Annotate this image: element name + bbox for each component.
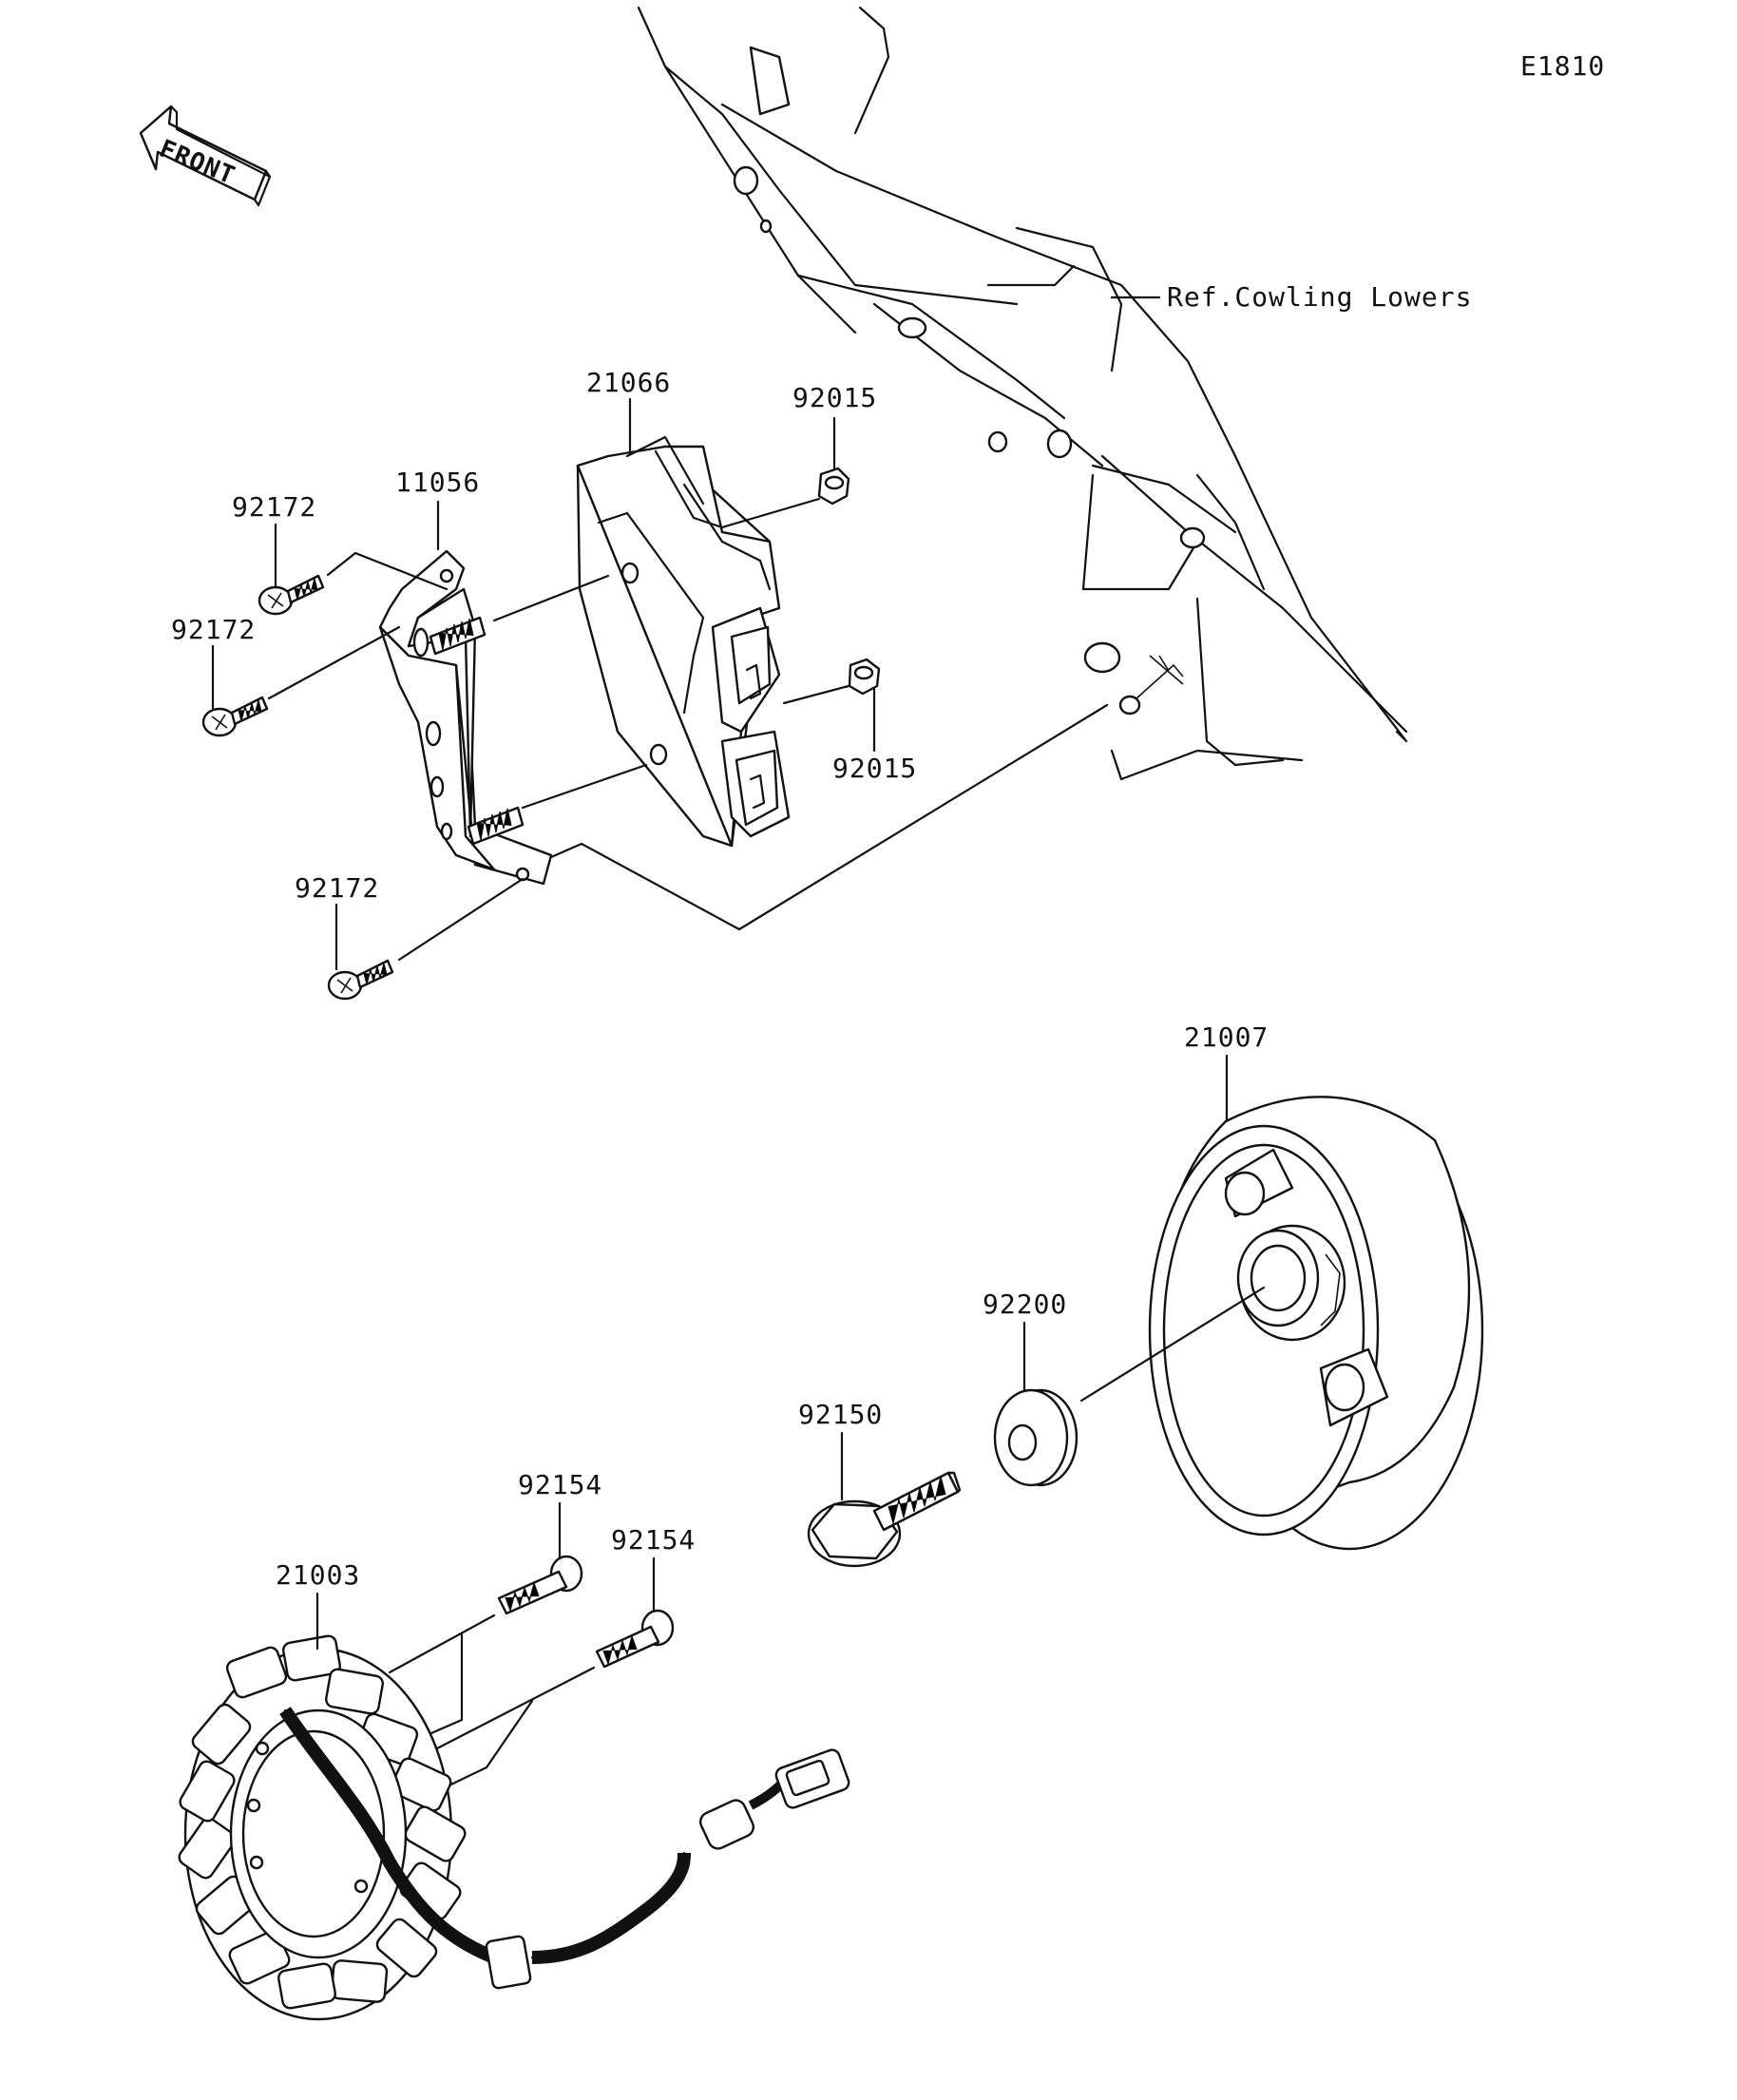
screw-92172-mid bbox=[201, 696, 269, 737]
front-arrow-icon: FRONT bbox=[139, 105, 272, 207]
flywheel-axis-line bbox=[1079, 1286, 1266, 1403]
bolt-92150 bbox=[807, 1471, 962, 1568]
screw-92172-top bbox=[258, 574, 325, 616]
screw-92172-bottom bbox=[327, 959, 394, 1001]
nut-upper-line bbox=[720, 497, 821, 529]
bracket-11056 bbox=[378, 549, 553, 886]
label-92154-b: 92154 bbox=[611, 1524, 696, 1556]
label-92172-mid: 92172 bbox=[171, 614, 256, 645]
label-92200: 92200 bbox=[983, 1289, 1067, 1320]
stator-bolt-92154-a bbox=[497, 1555, 583, 1615]
nut-92015-upper bbox=[817, 467, 850, 506]
flywheel-21007 bbox=[1148, 1096, 1484, 1551]
regulator-21066 bbox=[576, 435, 791, 848]
label-21007: 21007 bbox=[1184, 1021, 1269, 1053]
label-21066: 21066 bbox=[586, 367, 671, 398]
bracket-frame-line bbox=[549, 703, 1109, 931]
stator-bolt-92154-b bbox=[595, 1609, 675, 1669]
bolt-guide-b bbox=[435, 1666, 596, 1750]
label-92150: 92150 bbox=[798, 1399, 883, 1430]
screw-bottom-line bbox=[397, 877, 525, 962]
label-92015-upper: 92015 bbox=[792, 382, 877, 413]
stator-21003 bbox=[178, 1634, 850, 2021]
label-11056: 11056 bbox=[395, 467, 480, 498]
ref-cowling-note: Ref.Cowling Lowers bbox=[1167, 281, 1472, 313]
bolt-guide-a bbox=[388, 1613, 496, 1674]
bolt-guide-a2 bbox=[416, 1632, 464, 1741]
nut-lower-line bbox=[782, 684, 850, 705]
screw-mid-line bbox=[267, 625, 401, 700]
bracket-stud-line-lower bbox=[521, 763, 648, 810]
washer-92200 bbox=[993, 1388, 1078, 1487]
cowling-frame bbox=[637, 6, 1408, 781]
bolt-guide-b2 bbox=[435, 1699, 534, 1793]
label-92172-top: 92172 bbox=[232, 491, 316, 523]
label-92172-bottom: 92172 bbox=[295, 872, 379, 904]
label-92015-lower: 92015 bbox=[832, 753, 917, 784]
bracket-stud-line-upper bbox=[492, 574, 610, 622]
screw-top-line bbox=[326, 551, 449, 591]
diagram-code: E1810 bbox=[1520, 50, 1605, 82]
label-21003: 21003 bbox=[276, 1559, 360, 1591]
label-92154-a: 92154 bbox=[518, 1469, 602, 1500]
nut-92015-lower bbox=[848, 658, 881, 696]
